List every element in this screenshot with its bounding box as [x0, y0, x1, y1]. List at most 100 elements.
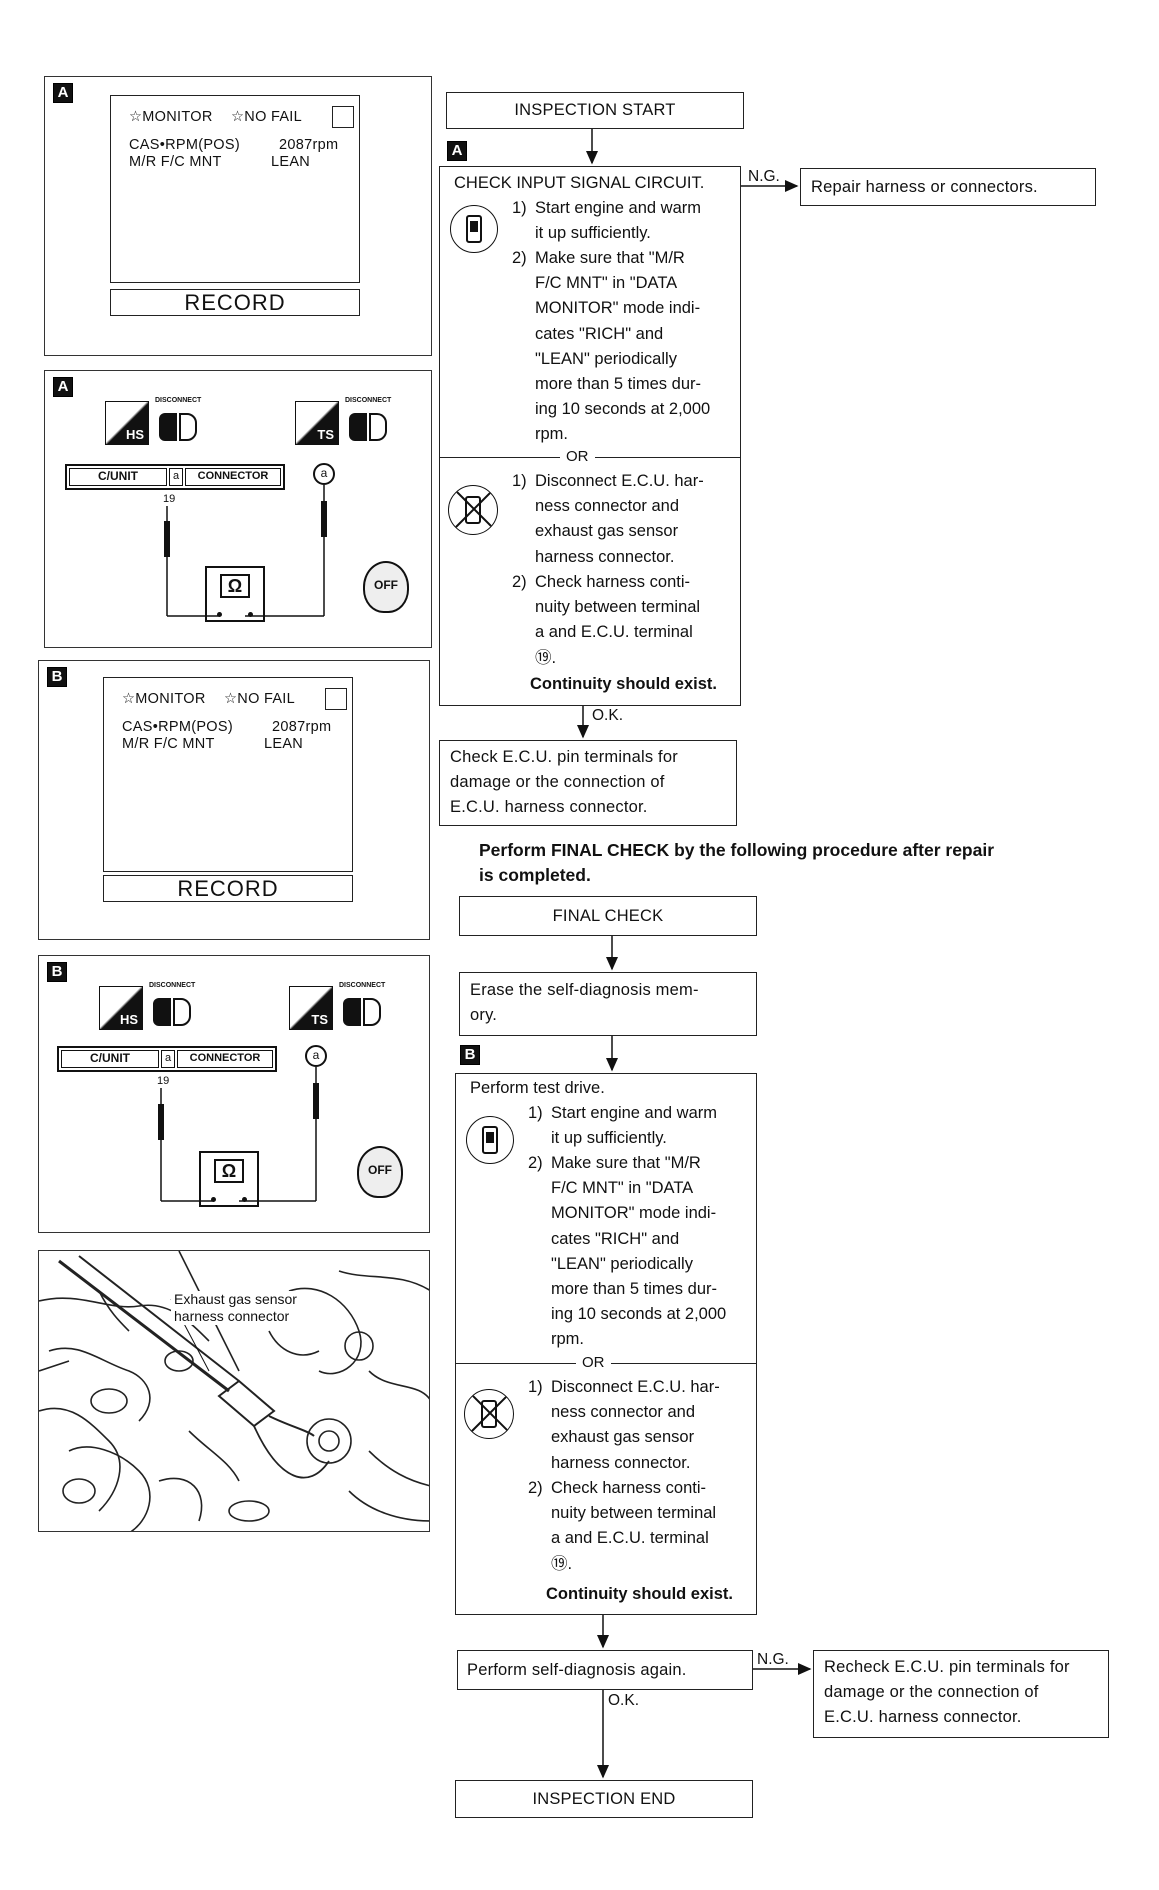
ts-ignition-icon: TS [289, 986, 333, 1030]
step-number: 2) [528, 1154, 543, 1172]
mr-fc-mnt-value: LEAN [264, 736, 304, 752]
circuit-panel-b: B HS DISCONNECT TS DISCONNECT C/UNIT a C… [38, 955, 430, 1233]
hs-label: HS [125, 427, 144, 442]
step-2: 2) Make sure that "M/R F/C MNT" in "DATA… [528, 1151, 753, 1353]
step-number: 1) [528, 1378, 543, 1396]
rpm-label: CAS•RPM(POS) [129, 137, 240, 153]
step-text: a and E.C.U. terminal [551, 1529, 709, 1548]
exhaust-sensor-label: Exhaust gas sensor harness connector [171, 1291, 300, 1325]
box-text: Recheck E.C.U. pin terminals for [824, 1658, 1070, 1676]
step-text: MONITOR" mode indi- [551, 1204, 717, 1223]
alt-step-1: 1) Disconnect E.C.U. har- ness connector… [512, 469, 737, 570]
ok-label: O.K. [592, 707, 624, 724]
consult-tester-icon [466, 1116, 514, 1164]
section-tag-b: B [47, 962, 67, 982]
self-diagnosis-box: Perform self-diagnosis again. [457, 1650, 753, 1690]
disconnect-label: DISCONNECT [345, 397, 392, 404]
connector-label: CONNECTOR [185, 468, 281, 486]
check-input-signal-box: CHECK INPUT SIGNAL CIRCUIT. 1) Start eng… [439, 166, 741, 706]
ts-ignition-icon: TS [295, 401, 339, 445]
disconnect-label: DISCONNECT [149, 982, 196, 989]
no-tester-icon [448, 485, 498, 535]
record-button[interactable]: RECORD [110, 289, 360, 316]
cunit-label: C/UNIT [61, 1050, 159, 1068]
step-text: ing 10 seconds at 2,000 [535, 400, 711, 419]
step-number: 1) [528, 1104, 543, 1122]
test-drive-title: Perform test drive. [470, 1079, 605, 1097]
rpm-value: 2087rpm [272, 719, 332, 735]
step-number: 2) [528, 1479, 543, 1497]
rpm-value: 2087rpm [279, 137, 339, 153]
test-lead-wires [158, 1067, 319, 1202]
section-tag-b: B [460, 1045, 480, 1065]
step-text: more than 5 times dur- [551, 1280, 717, 1299]
section-tag-a: A [53, 377, 73, 397]
step-text: "LEAN" periodically [551, 1254, 693, 1273]
terminal-a-icon: a [313, 463, 335, 485]
step-text: cates "RICH" and [535, 324, 664, 343]
step-text: Check harness conti- [551, 1479, 706, 1497]
step-text: Make sure that "M/R [535, 249, 685, 267]
hs-label: HS [119, 1012, 138, 1027]
label-line: harness connector [174, 1308, 290, 1324]
ok-label: O.K. [608, 1692, 640, 1709]
monitor-header-label: ☆MONITOR [129, 109, 213, 125]
ts-label: TS [317, 427, 334, 442]
no-fail-label: ☆NO FAIL [231, 109, 302, 125]
alt-step-2: 2) Check harness conti- nuity between te… [528, 1476, 753, 1577]
step-1: 1) Start engine and warm it up sufficien… [528, 1101, 753, 1151]
engine-photo: Exhaust gas sensor harness connector [38, 1250, 430, 1532]
section-tag-a: A [53, 83, 73, 103]
terminal-a-icon: a [305, 1045, 327, 1067]
ignition-off-icon: OFF [357, 1146, 403, 1198]
step-number: 2) [512, 249, 527, 267]
section-tag-b: B [47, 667, 67, 687]
step-text: F/C MNT" in "DATA [551, 1179, 694, 1198]
box-text: damage or the connection of [824, 1683, 1039, 1701]
step-text: it up sufficiently. [551, 1129, 667, 1148]
terminal-a-label: a [169, 468, 183, 486]
label-line: Exhaust gas sensor [174, 1291, 297, 1307]
step-text: Check harness conti- [535, 573, 690, 591]
step-text: it up sufficiently. [535, 224, 651, 243]
note-line: Perform FINAL CHECK by the following pro… [479, 840, 995, 860]
repair-harness-box: Repair harness or connectors. [800, 168, 1096, 206]
consult-tester-icon [450, 205, 498, 253]
cunit-connector-bar: C/UNIT a CONNECTOR [57, 1046, 277, 1072]
step-text: rpm. [535, 425, 568, 444]
step-text: exhaust gas sensor [535, 522, 679, 541]
monitor-screen-b: ☆MONITOR ☆NO FAIL CAS•RPM(POS) 2087rpm M… [103, 677, 353, 872]
section-tag-a: A [447, 141, 467, 161]
cunit-label: C/UNIT [69, 468, 167, 486]
no-fail-label: ☆NO FAIL [224, 691, 295, 707]
cunit-connector-bar: C/UNIT a CONNECTOR [65, 464, 285, 490]
ohm-symbol: Ω [214, 1159, 244, 1183]
final-check-note: Perform FINAL CHECK by the following pro… [479, 838, 994, 888]
disconnect-connector-icon [159, 409, 199, 445]
box-text: E.C.U. harness connector. [824, 1708, 1022, 1726]
hs-ignition-icon: HS [99, 986, 143, 1030]
test-drive-box: Perform test drive. 1) Start engine and … [455, 1073, 757, 1615]
record-button[interactable]: RECORD [103, 875, 353, 902]
inspection-start-box: INSPECTION START [446, 92, 744, 129]
checkbox-icon [332, 106, 354, 128]
final-check-box: FINAL CHECK [459, 896, 757, 936]
off-label: OFF [374, 578, 398, 592]
step-text: harness connector. [551, 1453, 691, 1472]
step-text: ness connector and [551, 1403, 696, 1422]
test-lead-wires [164, 485, 327, 617]
ng-label: N.G. [748, 168, 780, 185]
recheck-ecu-box: Recheck E.C.U. pin terminals for damage … [813, 1650, 1109, 1738]
step-text: exhaust gas sensor [551, 1428, 695, 1447]
mr-fc-mnt-label: M/R F/C MNT [129, 154, 222, 170]
step-text: F/C MNT" in "DATA [535, 274, 678, 293]
terminal-a-label: a [161, 1050, 175, 1068]
step-text: nuity between terminal [535, 598, 701, 617]
step-1: 1) Start engine and warm it up sufficien… [512, 196, 737, 246]
mr-fc-mnt-label: M/R F/C MNT [122, 736, 215, 752]
step-2: 2) Make sure that "M/R F/C MNT" in "DATA… [512, 246, 737, 448]
connector-label: CONNECTOR [177, 1050, 273, 1068]
step-number: 2) [512, 573, 527, 591]
or-label: OR [560, 449, 595, 465]
